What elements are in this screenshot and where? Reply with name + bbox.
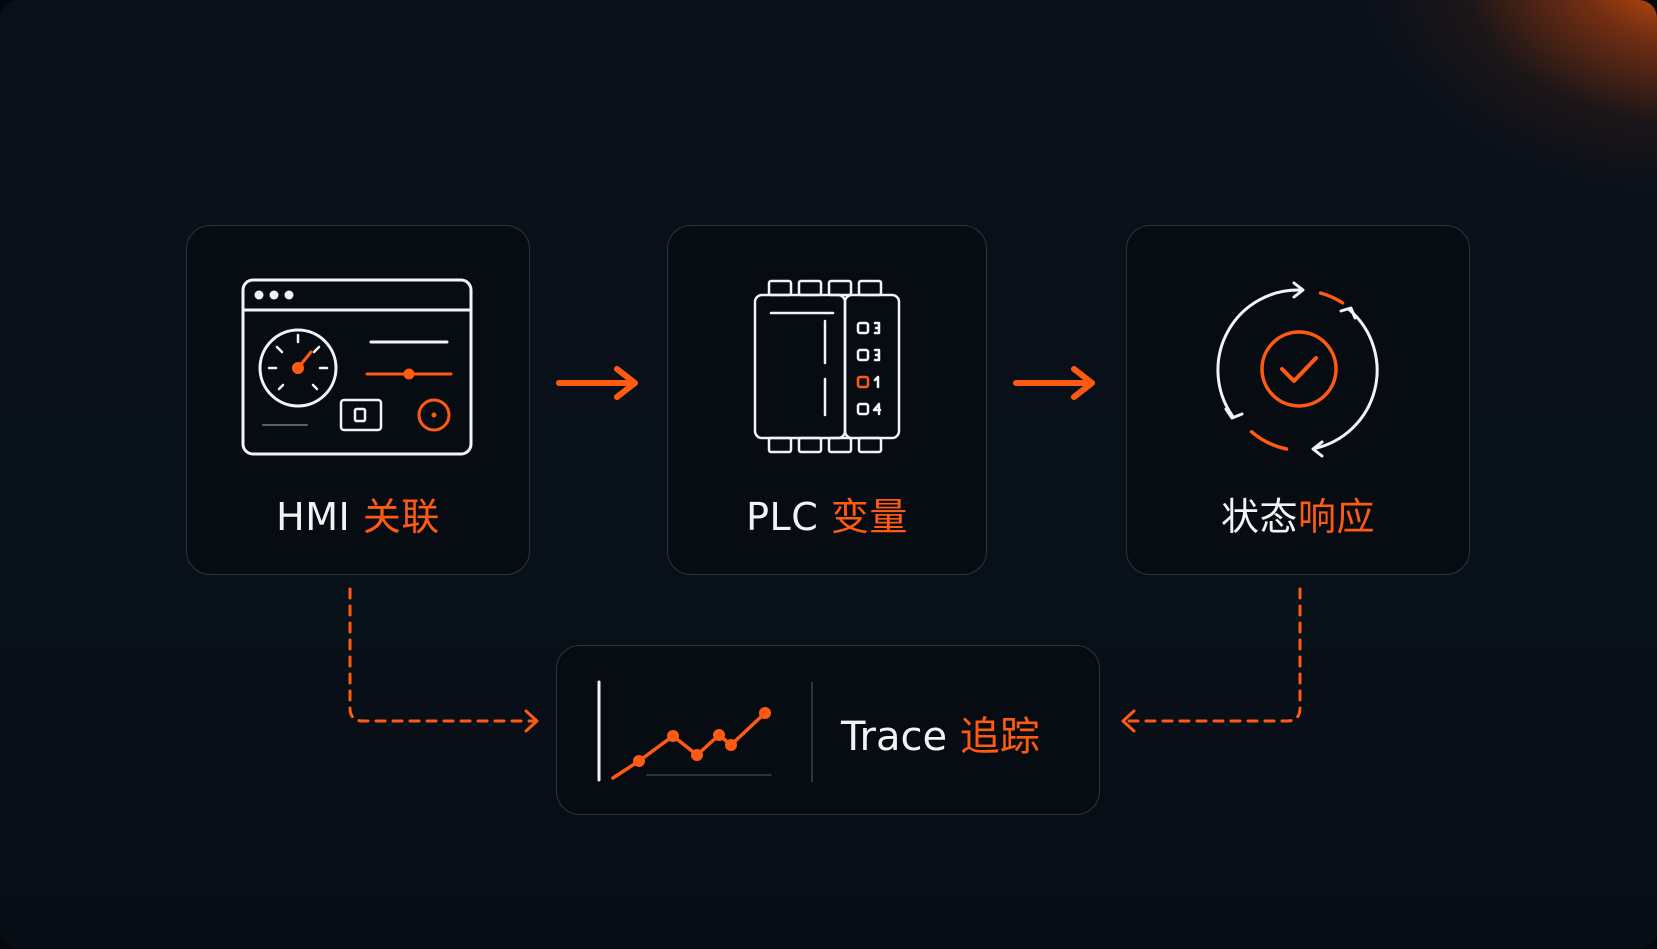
hmi-card: HMI 关联 (186, 225, 530, 575)
plc-module-icon (753, 279, 901, 454)
hmi-label-accent: 关联 (362, 495, 440, 539)
state-label-accent: 响应 (1298, 495, 1376, 539)
trace-label-accent: 追踪 (959, 714, 1040, 760)
state-label: 状态响应 (1127, 486, 1469, 541)
plc-card: PLC 变量 (667, 225, 987, 575)
trace-divider (811, 682, 813, 782)
trend-line-icon (597, 680, 772, 782)
hmi-label-text: HMI (276, 495, 363, 539)
state-label-text: 状态 (1220, 495, 1298, 539)
cycle-check-icon (1216, 281, 1379, 458)
hmi-window-icon (241, 278, 473, 456)
hmi-label: HMI 关联 (187, 486, 529, 541)
trace-label: Trace 追踪 (841, 704, 1040, 762)
dashed-connector-left (348, 587, 539, 733)
trace-label-text: Trace (841, 714, 960, 760)
plc-label: PLC 变量 (668, 486, 986, 541)
dashed-connector-right (1121, 587, 1302, 733)
plc-label-accent: 变量 (830, 495, 908, 539)
state-card: 状态响应 (1126, 225, 1470, 575)
trace-card: Trace 追踪 (556, 645, 1100, 815)
arrow-right-icon (1013, 366, 1095, 400)
plc-label-text: PLC (746, 495, 831, 539)
arrow-right-icon (556, 366, 638, 400)
